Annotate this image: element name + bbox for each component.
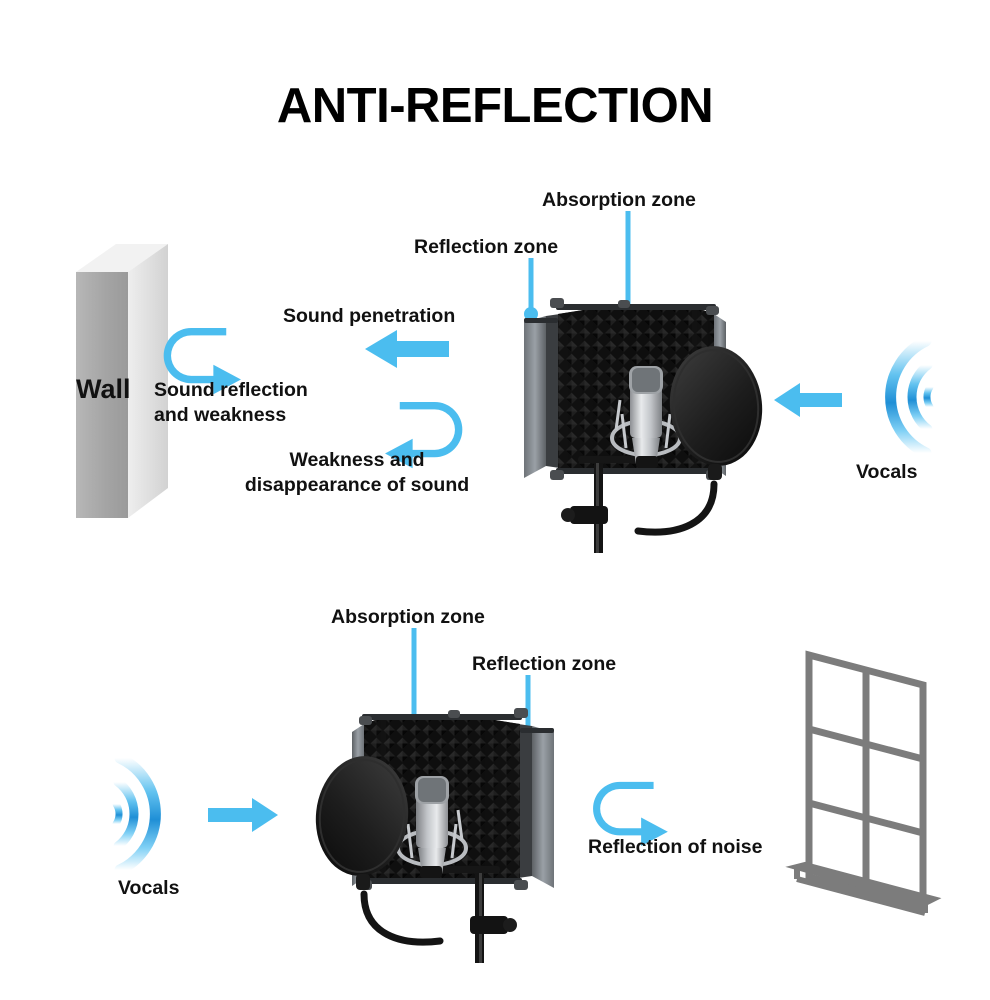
straight-arrow-icon — [208, 798, 278, 832]
u-turn-arrow-icon — [160, 326, 252, 395]
flow-label-weakness-disappearance: Weakness and disappearance of sound — [244, 449, 470, 496]
microphone-isolation-shield-icon — [288, 698, 578, 963]
straight-arrow-icon — [365, 330, 449, 368]
callout-label-absorption-zone: Absorption zone — [542, 189, 696, 211]
window-frame-icon — [785, 645, 942, 930]
sound-wave-icon — [848, 335, 938, 459]
flow-label-sound-penetration: Sound penetration — [283, 305, 456, 327]
flow-label-sound-reflection: Sound reflection and weakness — [154, 379, 308, 426]
sound-wave-icon — [108, 752, 198, 876]
callout-label-reflection-zone: Reflection zone — [414, 236, 559, 258]
microphone-isolation-shield-icon — [500, 288, 790, 553]
straight-arrow-icon — [774, 383, 842, 417]
callout-label-absorption-zone: Absorption zone — [331, 606, 485, 628]
source-label-vocals: Vocals — [118, 877, 180, 899]
u-turn-arrow-icon — [372, 400, 468, 469]
wall-block-icon — [60, 240, 180, 530]
callout-label-reflection-zone: Reflection zone — [472, 653, 617, 675]
source-label-vocals: Vocals — [856, 461, 918, 483]
flow-label-reflection-of-noise: Reflection of noise — [588, 836, 763, 858]
page-title: ANTI-REFLECTION — [276, 79, 714, 133]
wall-label: Wall — [76, 374, 131, 404]
callout-pin-icon — [524, 258, 538, 322]
u-turn-arrow-icon — [588, 780, 680, 847]
